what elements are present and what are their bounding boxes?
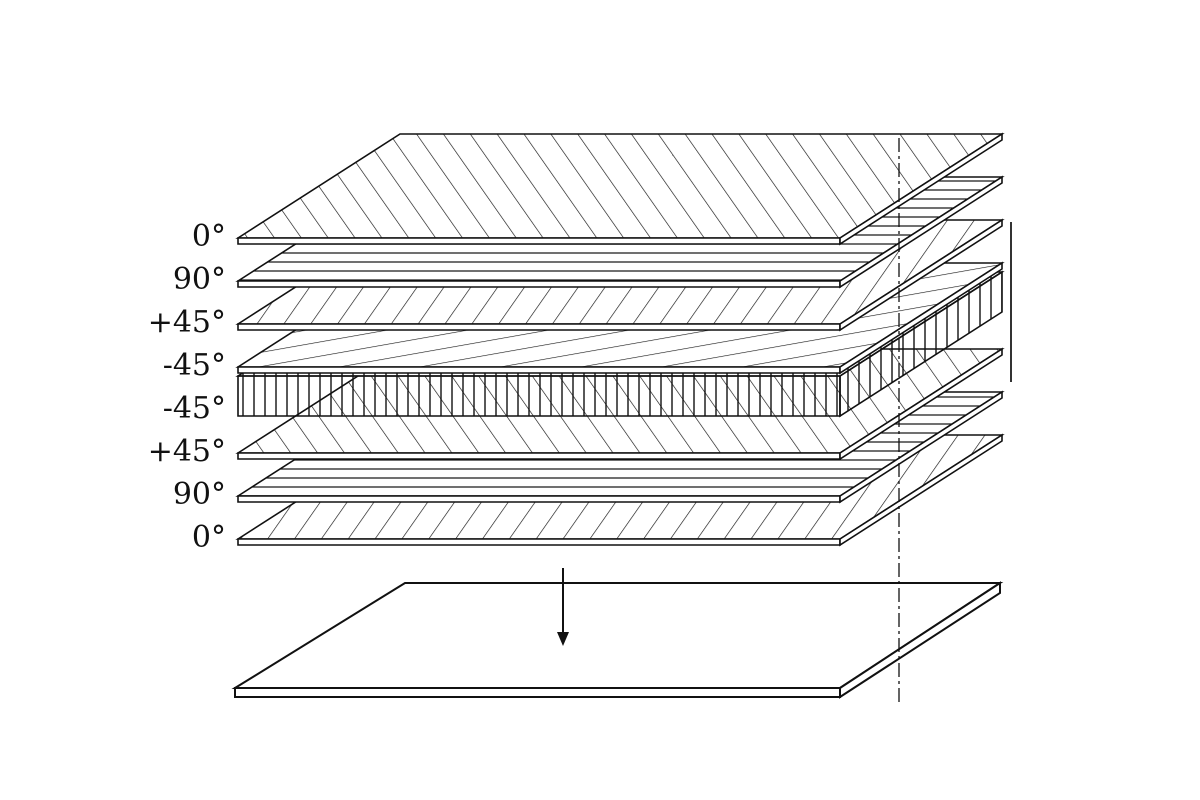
ply-4-side-edge [839, 261, 1003, 375]
ply-8-front-edge [237, 538, 841, 546]
ply-5-front-edge [237, 375, 841, 417]
ply-label-3: +45° [148, 305, 226, 340]
plies-group [235, 132, 1005, 547]
ply-1-front-edge [237, 237, 841, 245]
base-plate [231, 581, 1004, 699]
ply-1-side-edge [839, 132, 1003, 246]
ply-6-front-edge [237, 452, 841, 460]
arrow [557, 568, 569, 646]
base-plate-side [839, 581, 1001, 699]
ply-6-side-edge [839, 347, 1003, 461]
ply-3-front-edge [237, 323, 841, 331]
base-plate-edge [234, 687, 841, 698]
ply-3-side-edge [839, 218, 1003, 332]
ply-8-side-edge [839, 433, 1003, 547]
arrow-head [557, 632, 569, 646]
ply-label-7: 90° [173, 477, 226, 512]
ply-label-8: 0° [192, 520, 226, 555]
ply-7-front-edge [237, 495, 841, 503]
ply-2-side-edge [839, 175, 1003, 289]
ply-7-side-edge [839, 390, 1003, 504]
ply-label-5: -45° [163, 391, 226, 426]
ply-5-side-edge [839, 270, 1003, 418]
ply-label-2: 90° [173, 262, 226, 297]
base-plate-top [231, 582, 1004, 689]
ply-1 [235, 132, 1005, 246]
ply-label-1: 0° [192, 219, 226, 254]
ply-label-4: -45° [163, 348, 226, 383]
labels-group: 0° 90° +45° -45° -45° +45° 90° 0° [148, 219, 226, 555]
ply-label-6: +45° [148, 434, 226, 469]
ply-4-front-edge [237, 366, 841, 374]
ply-2-front-edge [237, 280, 841, 288]
